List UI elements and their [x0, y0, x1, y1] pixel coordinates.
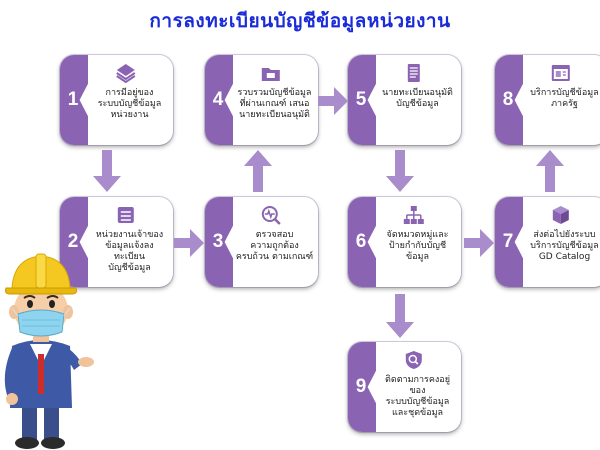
step-number: 9	[351, 376, 371, 398]
hierarchy-icon	[402, 204, 424, 226]
step-text: หน่วยงานเจ้าของ ข้อมูลแจ้งลงทะเบียน บัญช…	[90, 230, 169, 274]
search-shield-icon	[402, 349, 424, 371]
step-card-8: 8 บริการบัญชีข้อมูล ภาครัฐ	[495, 55, 600, 145]
layers-icon	[114, 62, 136, 84]
step-text: รวบรวมบัญชีข้อมูล ที่ผ่านเกณฑ์ เสนอ นายท…	[235, 88, 314, 121]
catalog-cube-icon	[549, 204, 571, 226]
step-card-5: 5 นายทะเบียนอนุมัติ บัญชีข้อมูล	[348, 55, 461, 145]
step-card-9: 9 ติดตามการคงอยู่ของ ระบบบัญชีข้อมูล และ…	[348, 342, 461, 432]
step-card-4: 4 รวบรวมบัญชีข้อมูล ที่ผ่านเกณฑ์ เสนอ นา…	[205, 55, 318, 145]
magnifier-wave-icon	[259, 204, 281, 226]
step-text: จัดหมวดหมู่และ ป้ายกำกับบัญชีข้อมูล	[378, 230, 457, 263]
arrow-up-icon	[536, 150, 564, 192]
arrow-down-icon	[386, 150, 414, 192]
step-number: 5	[351, 89, 371, 111]
arrow-down-icon	[93, 150, 121, 192]
step-number: 8	[498, 89, 518, 111]
folder-icon	[259, 62, 281, 84]
step-text: บริการบัญชีข้อมูล ภาครัฐ	[525, 88, 600, 110]
step-card-1: 1 การมีอยู่ของ ระบบบัญชีข้อมูล หน่วยงาน	[60, 55, 173, 145]
step-number: 4	[208, 89, 228, 111]
step-text: ตรวจสอบ ความถูกต้อง ครบถ้วน ตามเกณฑ์	[235, 230, 314, 263]
step-text: นายทะเบียนอนุมัติ บัญชีข้อมูล	[378, 88, 457, 110]
page-title: การลงทะเบียนบัญชีข้อมูลหน่วยงาน	[0, 6, 600, 36]
step-number: 3	[208, 231, 228, 253]
document-icon	[402, 62, 424, 84]
step-text: ส่งต่อไปยังระบบ บริการบัญชีข้อมูล GD Cat…	[525, 230, 600, 263]
server-icon	[114, 204, 136, 226]
arrow-up-icon	[244, 150, 272, 192]
step-card-3: 3 ตรวจสอบ ความถูกต้อง ครบถ้วน ตามเกณฑ์	[205, 197, 318, 287]
step-number: 6	[351, 231, 371, 253]
step-card-7: 7 ส่งต่อไปยังระบบ บริการบัญชีข้อมูล GD C…	[495, 197, 600, 287]
step-number: 7	[498, 231, 518, 253]
step-text: การมีอยู่ของ ระบบบัญชีข้อมูล หน่วยงาน	[90, 88, 169, 121]
browser-window-icon	[549, 62, 571, 84]
arrow-right-icon	[464, 229, 494, 257]
step-card-6: 6 จัดหมวดหมู่และ ป้ายกำกับบัญชีข้อมูล	[348, 197, 461, 287]
arrow-down-icon	[386, 294, 414, 338]
step-text: ติดตามการคงอยู่ของ ระบบบัญชีข้อมูล และชุ…	[378, 375, 457, 419]
arrow-right-icon	[318, 87, 348, 115]
arrow-right-icon	[174, 229, 204, 257]
step-number: 1	[63, 89, 83, 111]
worker-mascot-illustration	[0, 236, 95, 450]
